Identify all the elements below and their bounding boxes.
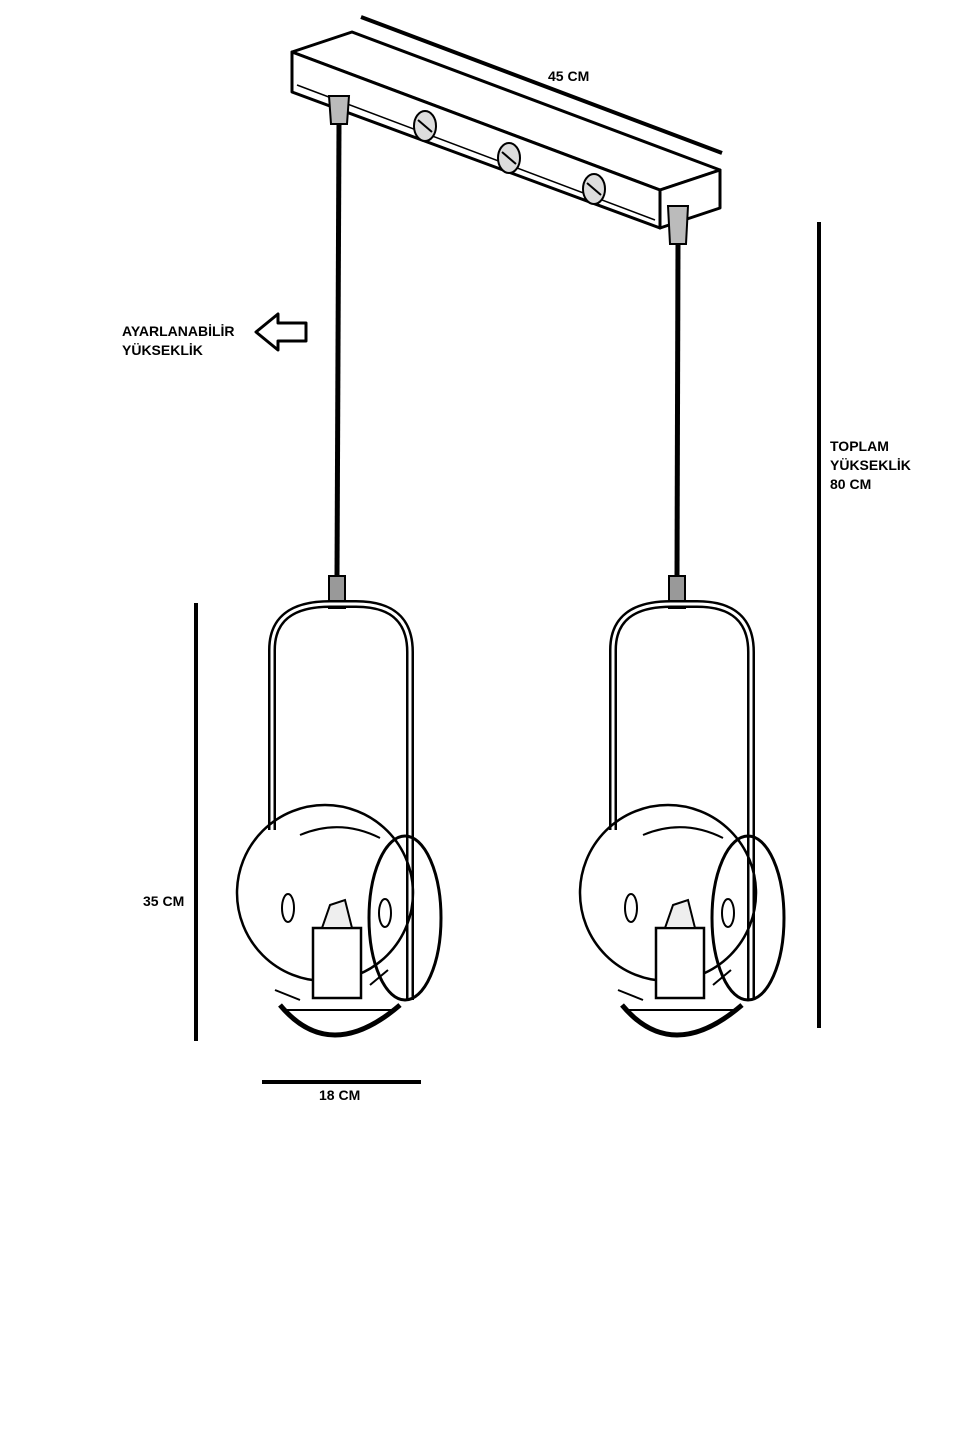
bottom-ring [278,1003,402,1038]
total-height-line3: 80 CM [830,476,872,492]
globe-width-label: 18 CM [319,1086,360,1105]
adjustable-height-line1: AYARLANABİLİR [122,323,235,339]
adjustable-height-line2: YÜKSEKLİK [122,342,203,358]
back-rim [710,834,786,1002]
canopy-width-dimension [360,15,723,155]
pendant-left [235,575,443,1038]
bulb-filament [320,898,354,929]
canopy-width-text: 45 CM [548,68,590,84]
pendant-right [578,575,786,1038]
total-height-label: TOPLAM YÜKSEKLİK 80 CM [830,437,911,494]
back-rim [367,834,443,1002]
globe-reflection [378,898,392,928]
cable-grips [327,95,690,245]
globe-reflection [721,898,735,928]
bulb-socket [654,926,706,1000]
canopy-width-label: 45 CM [548,67,589,86]
globe-reflection [624,893,638,923]
total-height-line1: TOPLAM [830,438,889,454]
suspension-cables [334,123,681,577]
bulb-filament [663,898,697,929]
pendant-height-label: 35 CM [143,892,184,911]
canopy-bar [290,30,722,230]
adjustable-height-label: AYARLANABİLİR YÜKSEKLİK [122,322,235,360]
pendant-height-text: 35 CM [143,893,185,909]
bulb-socket [311,926,363,1000]
globe-width-text: 18 CM [319,1087,361,1103]
bottom-ring [620,1003,744,1038]
globe-reflection [281,893,295,923]
canopy-screws [413,110,606,205]
left-outline-arrow-icon [254,312,308,352]
total-height-line2: YÜKSEKLİK [830,457,911,473]
